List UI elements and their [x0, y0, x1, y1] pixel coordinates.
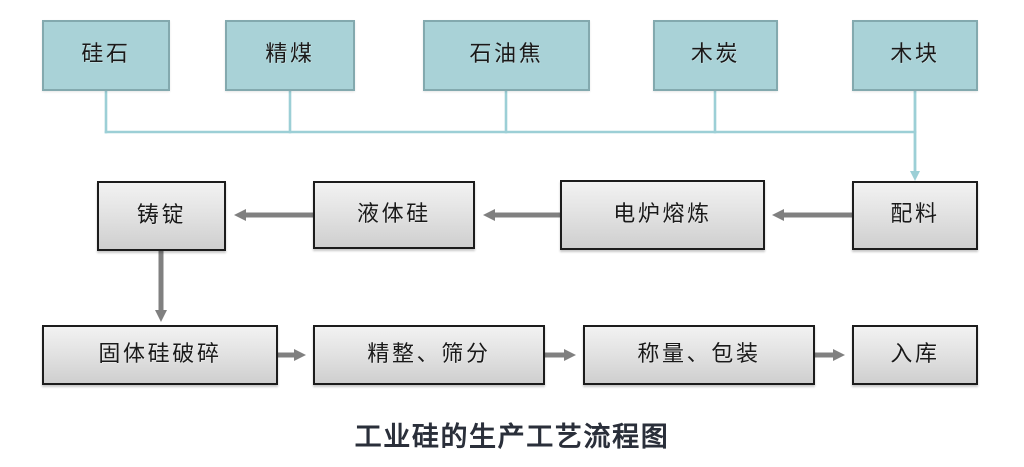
node-process-gutigui-posui[interactable]: 固体硅破碎 — [42, 325, 278, 385]
node-label: 精整、筛分 — [367, 341, 491, 367]
material-bus-wires — [104, 89, 917, 134]
node-label: 配料 — [890, 202, 940, 228]
node-raw-material-shiyoujiao[interactable]: 石油焦 — [423, 20, 590, 91]
node-process-dianlu-rongliang[interactable]: 电炉熔炼 — [560, 180, 765, 250]
node-label: 固体硅破碎 — [98, 341, 222, 367]
node-process-chenliang-baozhuang[interactable]: 称量、包装 — [583, 325, 815, 385]
node-process-peiliao[interactable]: 配料 — [852, 181, 978, 250]
node-label: 入库 — [890, 341, 940, 367]
node-raw-material-guishi[interactable]: 硅石 — [42, 20, 170, 91]
node-label: 电炉熔炼 — [613, 201, 712, 227]
node-label: 硅石 — [81, 42, 131, 68]
node-process-jingzheng-shaifen[interactable]: 精整、筛分 — [313, 325, 545, 385]
node-raw-material-mukuai[interactable]: 木块 — [852, 20, 978, 91]
node-label: 木块 — [890, 42, 940, 68]
node-label: 称量、包装 — [637, 341, 761, 367]
node-label: 木炭 — [690, 42, 741, 68]
node-process-ruku[interactable]: 入库 — [852, 325, 978, 385]
node-process-zhuding[interactable]: 铸锭 — [97, 181, 226, 251]
node-label: 液体硅 — [357, 201, 431, 227]
node-label: 精煤 — [265, 42, 315, 68]
node-label: 石油焦 — [469, 42, 544, 68]
node-label: 铸锭 — [136, 202, 187, 228]
diagram-caption: 工业硅的生产工艺流程图 — [354, 422, 670, 453]
node-raw-material-jingmei[interactable]: 精煤 — [225, 20, 355, 91]
node-raw-material-mutan[interactable]: 木炭 — [653, 20, 778, 91]
node-process-yetigui[interactable]: 液体硅 — [313, 181, 475, 249]
